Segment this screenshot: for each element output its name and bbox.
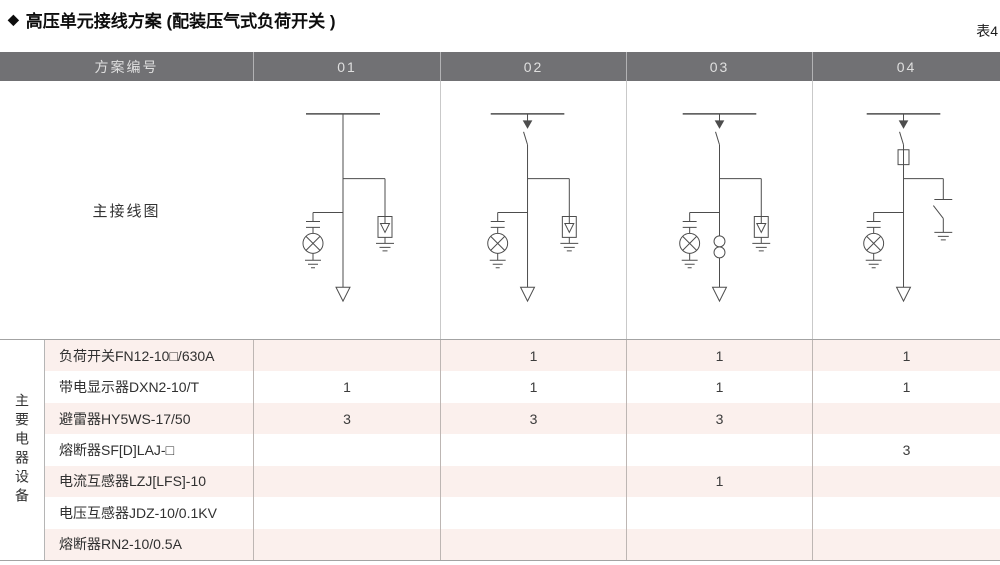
table-row: 电压互感器JDZ-10/0.1KV (45, 497, 1000, 529)
table-row: 电流互感器LZJ[LFS]-10 1 (45, 465, 1000, 498)
load-switch (900, 114, 908, 145)
equipment-name: 带电显示器DXN2-10/T (59, 379, 200, 396)
equipment-rows: 负荷开关FN12-10□/630A 1 1 1 带电显示器DXN2-10/T 1… (45, 340, 1000, 560)
sheet-number-label: 表4 (976, 23, 998, 39)
qty-cell (253, 340, 440, 372)
header-col-03: 03 (626, 52, 812, 81)
side-label-main-equipment: 主要电器设备 (0, 340, 45, 560)
qty-cell (812, 402, 1000, 435)
qty-cell (626, 528, 812, 560)
surge-arrester (528, 179, 579, 251)
live-display-device (864, 212, 904, 267)
circuit-diagram-02 (441, 81, 626, 339)
qty-cell (626, 497, 812, 529)
equipment-name: 熔断器SF[D]LAJ-□ (59, 441, 175, 458)
equipment-name: 电流互感器LZJ[LFS]-10 (59, 473, 207, 490)
equipment-name: 负荷开关FN12-10□/630A (59, 347, 215, 364)
surge-arrester (720, 179, 771, 251)
table-row: 带电显示器DXN2-10/T 1 1 1 1 (45, 371, 1000, 403)
qty-cell: 1 (626, 340, 812, 372)
qty-cell (440, 528, 626, 560)
diagram-scheme-01 (253, 81, 440, 339)
qty-cell: 3 (440, 402, 626, 435)
circuit-diagram-01 (253, 81, 440, 339)
cable-outgoing-arrow (336, 287, 350, 301)
ground-icon (682, 253, 698, 267)
header-col-02: 02 (440, 52, 626, 81)
header-col-04: 04 (812, 52, 1000, 81)
qty-cell: 1 (440, 371, 626, 403)
equipment-table: 主要电器设备 负荷开关FN12-10□/630A 1 1 1 带电显示器DXN2… (0, 340, 1000, 561)
qty-cell: 3 (253, 402, 440, 435)
header-col-01: 01 (253, 52, 440, 81)
ground-icon (934, 232, 952, 239)
qty-cell (253, 497, 440, 529)
circuit-diagram-03 (627, 81, 812, 339)
diagram-scheme-02 (440, 81, 626, 339)
qty-cell (812, 465, 1000, 498)
cable-outgoing-arrow (521, 287, 535, 301)
qty-cell (626, 434, 812, 466)
qty-cell: 3 (626, 402, 812, 435)
load-switch (524, 114, 532, 145)
page-title: ◆ 高压单元接线方案 (配装压气式负荷开关 ) (8, 7, 336, 32)
table-row: 负荷开关FN12-10□/630A 1 1 1 (45, 340, 1000, 372)
wiring-scheme-table: 方案编号 01 02 03 04 主接线图 (0, 52, 1000, 561)
table-row: 熔断器RN2-10/0.5A (45, 528, 1000, 560)
qty-cell: 1 (626, 465, 812, 498)
qty-cell: 3 (812, 434, 1000, 466)
qty-cell: 1 (812, 340, 1000, 372)
qty-cell: 1 (440, 340, 626, 372)
qty-cell (812, 528, 1000, 560)
diamond-icon: ◆ (8, 11, 19, 27)
diagram-row-label: 主接线图 (92, 202, 161, 220)
earthing-switch (904, 179, 953, 240)
qty-cell (253, 434, 440, 466)
qty-cell (440, 497, 626, 529)
equipment-name: 避雷器HY5WS-17/50 (59, 410, 191, 427)
qty-cell (253, 465, 440, 498)
live-display-device (303, 212, 343, 267)
table-row: 避雷器HY5WS-17/50 3 3 3 (45, 402, 1000, 435)
qty-cell (253, 528, 440, 560)
qty-cell: 1 (253, 371, 440, 403)
current-transformer (714, 236, 725, 258)
main-wiring-diagram-row: 主接线图 (0, 81, 1000, 340)
table-header-row: 方案编号 01 02 03 04 (0, 52, 1000, 81)
qty-cell (812, 497, 1000, 529)
live-display-device (680, 212, 720, 267)
page-title-text: 高压单元接线方案 (配装压气式负荷开关 ) (25, 12, 336, 31)
qty-cell: 1 (626, 371, 812, 403)
equipment-name: 电压互感器JDZ-10/0.1KV (59, 504, 217, 521)
cable-outgoing-arrow (897, 287, 911, 301)
surge-arrester (343, 179, 394, 251)
load-switch (716, 114, 724, 145)
ground-icon (866, 253, 882, 267)
live-display-device (488, 212, 528, 267)
qty-cell (440, 465, 626, 498)
fuse (898, 150, 909, 165)
cable-outgoing-arrow (713, 287, 727, 301)
ground-icon (305, 253, 321, 267)
header-scheme-number: 方案编号 (94, 58, 159, 75)
circuit-diagram-04 (813, 81, 1000, 339)
ground-icon (490, 253, 506, 267)
diagram-scheme-03 (626, 81, 812, 339)
equipment-name: 熔断器RN2-10/0.5A (59, 536, 182, 553)
qty-cell (440, 434, 626, 466)
qty-cell: 1 (812, 371, 1000, 403)
diagram-scheme-04 (812, 81, 1000, 339)
table-row: 熔断器SF[D]LAJ-□ 3 (45, 434, 1000, 466)
